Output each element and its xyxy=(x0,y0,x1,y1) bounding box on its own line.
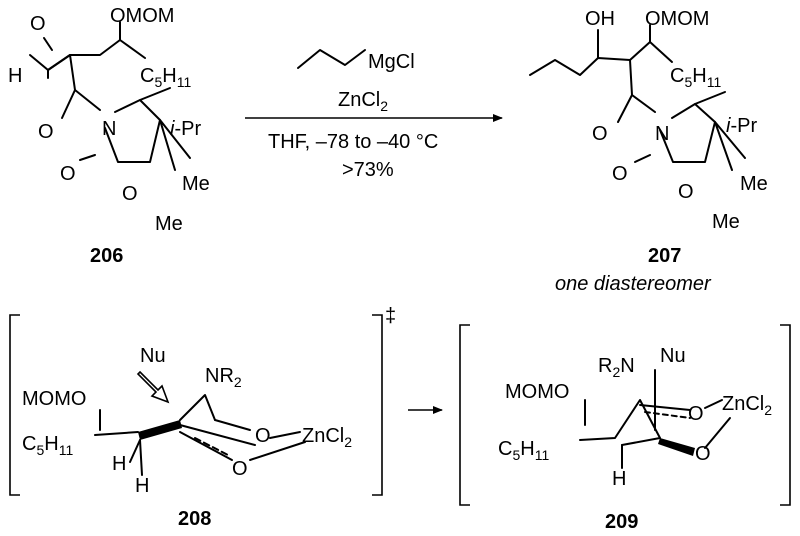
ring-oxygen: O xyxy=(122,183,138,205)
h2-bond xyxy=(139,439,143,476)
omom-label: OMOM xyxy=(110,5,174,27)
oxygen-1: O xyxy=(688,403,704,425)
acyl-oxygen: O xyxy=(38,121,54,143)
pentyl-label: C5H11 xyxy=(498,438,549,463)
omom-label: OMOM xyxy=(645,8,709,30)
wedge-bond xyxy=(138,420,182,440)
nitrogen-label: N xyxy=(655,123,669,145)
methyl-1: Me xyxy=(740,173,768,195)
ipr-label: i-Pr xyxy=(170,118,201,140)
reaction-conditions: MgCl ZnCl2 THF, –78 to –40 °C >73% xyxy=(245,49,503,181)
momo-label: MOMO xyxy=(505,381,569,403)
compound-206: O H OMOM C5H11 O N i-Pr O O Me Me 206 xyxy=(8,5,210,267)
left-bracket xyxy=(9,314,20,496)
ts-208-label: 208 xyxy=(178,508,211,530)
co-partial-bond xyxy=(644,411,691,419)
ring-carbonyl-oxygen: O xyxy=(612,163,628,185)
aldehyde-h: H xyxy=(8,65,22,87)
h1-bond xyxy=(129,439,141,463)
momo-label: MOMO xyxy=(22,388,86,410)
amide-label: NR2 xyxy=(205,365,242,390)
backbone-bonds xyxy=(69,39,121,56)
gem-dimethyl-bonds xyxy=(714,121,746,171)
aldehyde-oxygen: O xyxy=(30,13,46,35)
right-bracket xyxy=(372,314,383,496)
hydrogen-1: H xyxy=(112,453,126,475)
allyl-chain xyxy=(297,49,366,69)
diastereomer-note: one diastereomer xyxy=(555,273,712,295)
pentyl-bond xyxy=(94,431,139,436)
ald-bond xyxy=(179,431,233,461)
ipr-label: i-Pr xyxy=(726,115,757,137)
zn-o2-bond xyxy=(704,417,731,449)
amide-label: R2N xyxy=(598,355,635,380)
methyl-2: Me xyxy=(155,213,183,235)
intermediate-209: R2N Nu MOMO C5H11 O O ZnCl2 H 209 xyxy=(459,324,791,533)
gem-dimethyl-bonds xyxy=(159,119,191,171)
omom-pentyl-bonds xyxy=(649,24,673,63)
ipr-bond xyxy=(694,91,726,105)
hydroxyl-label: OH xyxy=(585,8,615,30)
hydrogen-2: H xyxy=(135,475,149,497)
zn-o2-bond xyxy=(249,441,306,461)
left-bracket xyxy=(459,324,470,506)
partial-bond xyxy=(194,437,229,456)
pentyl-bond xyxy=(119,39,146,59)
pentyl-label: C5H11 xyxy=(670,65,721,90)
oxygen-1: O xyxy=(255,425,271,447)
alpha-bond xyxy=(629,59,633,96)
oxazolidinone-ring xyxy=(104,99,161,163)
dagger-symbol: ‡ xyxy=(385,305,396,327)
right-bracket xyxy=(780,324,791,506)
aldehyde-co-bond xyxy=(43,37,53,51)
acyl-oxygen: O xyxy=(592,123,608,145)
int-209-label: 209 xyxy=(605,511,638,533)
oxygen-2: O xyxy=(232,458,248,480)
homoallyl-chain xyxy=(529,41,651,76)
ring-carbonyl xyxy=(79,154,96,161)
pentyl-label: C5H11 xyxy=(140,65,191,90)
nucleophile-label: Nu xyxy=(660,345,686,367)
nitrogen-label: N xyxy=(102,118,116,140)
alpha-bonds xyxy=(47,54,76,91)
transition-state-208: ‡ Nu NR2 MOMO C5H11 H H O O ZnCl2 208 xyxy=(9,305,396,530)
zinc-reagent: ZnCl2 xyxy=(338,89,388,114)
ring-carbonyl-oxygen: O xyxy=(60,163,76,185)
methyl-1: Me xyxy=(182,173,210,195)
nucleophile-label: Nu xyxy=(140,345,166,367)
methyl-2: Me xyxy=(712,211,740,233)
co-bond-upper xyxy=(214,419,251,431)
zinc-label: ZnCl2 xyxy=(302,425,352,450)
co-bond xyxy=(639,404,691,411)
zn-o1-bond xyxy=(269,431,301,439)
ipr-bond xyxy=(139,87,171,101)
pentyl-label: C5H11 xyxy=(22,433,73,458)
ring-carbonyl xyxy=(634,154,651,163)
ring-bonds xyxy=(579,399,661,446)
wedge-bond xyxy=(658,438,695,456)
oxazolidinone-ring xyxy=(659,103,716,163)
acyl-bonds xyxy=(61,89,101,119)
oxygen-2: O xyxy=(695,443,711,465)
acyl-bonds xyxy=(617,94,656,123)
co-bond-lower xyxy=(179,424,256,446)
ring-oxygen: O xyxy=(678,181,694,203)
yield-text: >73% xyxy=(342,159,394,181)
enolate-bonds xyxy=(179,394,216,421)
attack-arrow xyxy=(136,370,170,404)
allyl-reagent: MgCl xyxy=(368,51,415,73)
compound-207-label: 207 xyxy=(648,245,681,267)
compound-206-label: 206 xyxy=(90,245,123,267)
hydrogen-label: H xyxy=(612,468,626,490)
zn-o1-bond xyxy=(704,399,723,409)
compound-207: OH OMOM C5H11 O N i-Pr O O Me Me 207 one… xyxy=(529,8,768,295)
zinc-label: ZnCl2 xyxy=(722,393,772,418)
conditions-text: THF, –78 to –40 °C xyxy=(268,131,438,153)
